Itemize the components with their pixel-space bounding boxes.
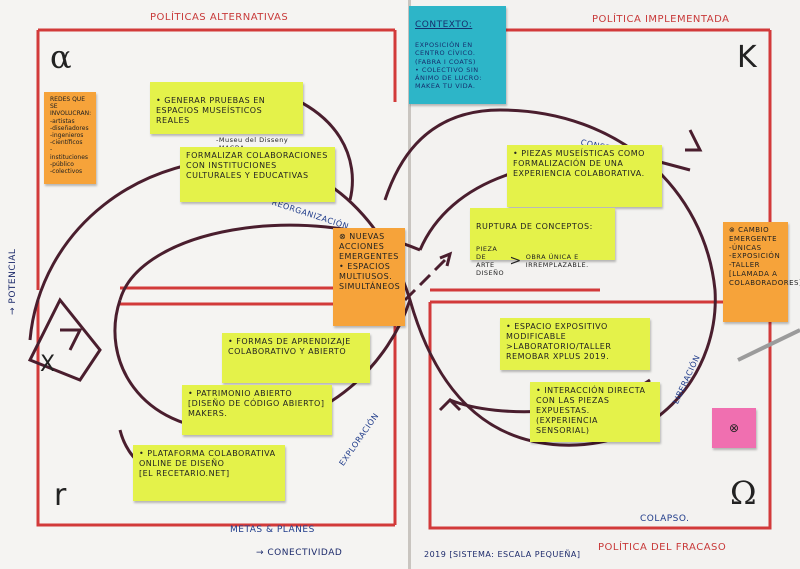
note-nuevas-acciones: ⊗ NUEVAS ACCIONES EMERGENTES • ESPACIOS … xyxy=(333,228,405,326)
note-ruptura-right: OBRA ÚNICA E IRREMPLAZABLE. xyxy=(525,253,589,270)
note-formalizar: FORMALIZAR COLABORACIONES CON INSTITUCIO… xyxy=(180,147,335,202)
title-politica-implementada: POLÍTICA IMPLEMENTADA xyxy=(592,14,730,25)
phase-colapso: COLAPSO. xyxy=(640,514,690,524)
x-symbol: X xyxy=(40,352,56,377)
note-patrimonio-abierto: • PATRIMONIO ABIERTO [DISEÑO DE CÓDIGO A… xyxy=(182,385,332,435)
note-interaccion: • INTERACCIÓN DIRECTA CON LAS PIEZAS EXP… xyxy=(530,382,660,442)
axis-potencial: → POTENCIAL xyxy=(8,248,18,315)
pen xyxy=(737,328,800,362)
note-pink: ⊗ xyxy=(712,408,756,448)
kappa-symbol: K xyxy=(737,40,757,75)
label-metas-planes: METAS & PLANES xyxy=(230,525,315,535)
title-politicas-alternativas: POLÍTICAS ALTERNATIVAS xyxy=(150,12,289,23)
axis-conectividad: → CONECTIVIDAD xyxy=(256,548,343,558)
note-redes: REDES QUE SE INVOLUCRAN: -artistas -dise… xyxy=(44,92,96,184)
omega-symbol: Ω xyxy=(730,474,757,512)
dashed-arrows xyxy=(403,251,453,302)
label-sistema: 2019 [SISTEMA: ESCALA PEQUEÑA] xyxy=(424,550,581,559)
note-formas-aprendizaje: • FORMAS DE APRENDIZAJE COLABORATIVO Y A… xyxy=(222,333,370,383)
note-piezas-museisticas: • PIEZAS MUSEÍSTICAS COMO FORMALIZACIÓN … xyxy=(507,145,662,207)
note-plataforma: • PLATAFORMA COLABORATIVA ONLINE DE DISE… xyxy=(133,445,285,501)
note-espacio-expositivo: • ESPACIO EXPOSITIVO MODIFICABLE >LABORA… xyxy=(500,318,650,370)
note-ruptura-left: PIEZA DE ARTE DISEÑO xyxy=(476,245,505,278)
notebook-spine xyxy=(408,0,411,569)
note-contexto-body: EXPOSICIÓN EN CENTRO CÍVICO. (Fabra i Co… xyxy=(415,41,482,90)
note-cambio-emergente: ⊗ CAMBIO EMERGENTE -únicas -exposición -… xyxy=(723,222,800,322)
note-generar-pruebas: • GENERAR PRUEBAS EN ESPACIOS MUSEÍSTICO… xyxy=(150,82,303,152)
title-politica-fracaso: POLÍTICA DEL FRACASO xyxy=(598,542,727,553)
note-ruptura-row: PIEZA DE ARTE DISEÑO > OBRA ÚNICA E IRRE… xyxy=(476,245,609,278)
note-generar-pruebas-text: • GENERAR PRUEBAS EN ESPACIOS MUSEÍSTICO… xyxy=(156,96,266,125)
note-ruptura-title: RUPTURA DE CONCEPTOS: xyxy=(476,222,593,231)
note-ruptura: RUPTURA DE CONCEPTOS: PIEZA DE ARTE DISE… xyxy=(470,208,615,277)
alpha-symbol: α xyxy=(50,38,72,76)
note-contexto: CONTEXTO: EXPOSICIÓN EN CENTRO CÍVICO. (… xyxy=(409,6,506,104)
note-contexto-title: CONTEXTO: xyxy=(415,20,473,30)
chevron-right-icon: > xyxy=(509,252,522,269)
r-symbol: r xyxy=(54,478,67,513)
